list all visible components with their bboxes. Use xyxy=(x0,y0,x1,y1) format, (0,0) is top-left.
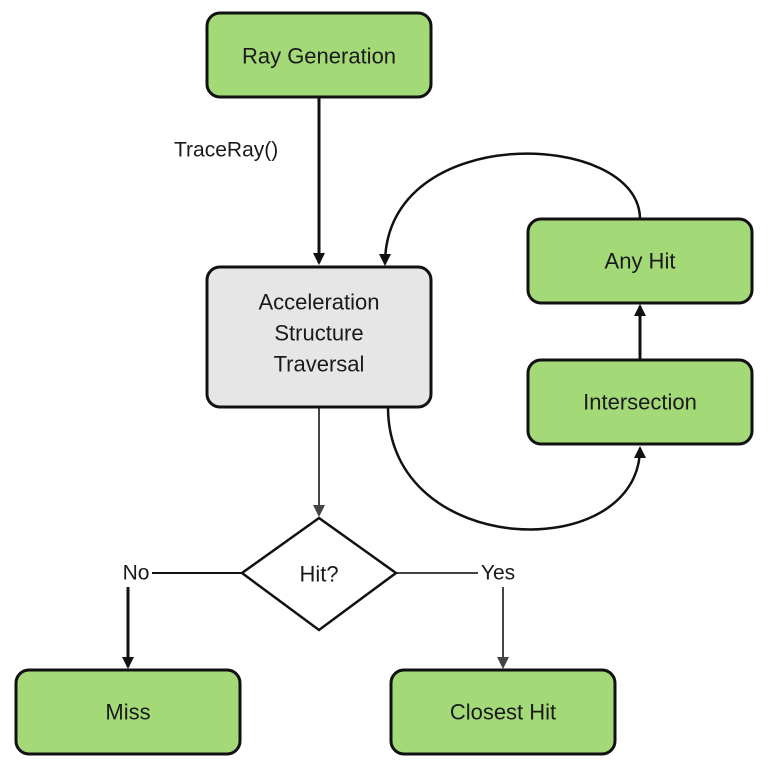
node-closest-hit: Closest Hit xyxy=(389,668,617,756)
traversal-label-line-2: Structure xyxy=(274,321,363,346)
node-intersection: Intersection xyxy=(526,358,754,446)
hit-decision-label: Hit? xyxy=(299,562,338,587)
yes-label: Yes xyxy=(481,562,515,585)
miss-label: Miss xyxy=(105,700,150,725)
no-label: No xyxy=(123,562,150,585)
intersection-label: Intersection xyxy=(583,390,697,415)
closest-hit-label: Closest Hit xyxy=(450,700,556,725)
edges xyxy=(122,98,646,669)
node-acceleration-structure-traversal: Acceleration Structure Traversal xyxy=(205,265,433,409)
ray-generation-label: Ray Generation xyxy=(242,44,396,69)
node-any-hit: Any Hit xyxy=(526,217,754,305)
node-hit-decision: Hit? xyxy=(239,516,399,632)
traversal-label-line-1: Acceleration xyxy=(258,290,379,315)
traversal-label-line-3: Traversal xyxy=(274,352,365,377)
node-miss: Miss xyxy=(14,668,242,756)
edge-anyhit-to-traversal xyxy=(379,152,642,266)
any-hit-label: Any Hit xyxy=(605,249,676,274)
node-ray-generation: Ray Generation xyxy=(205,11,433,99)
edge-traversal-to-intersection xyxy=(386,406,646,531)
trace-ray-label: TraceRay() xyxy=(174,139,278,162)
